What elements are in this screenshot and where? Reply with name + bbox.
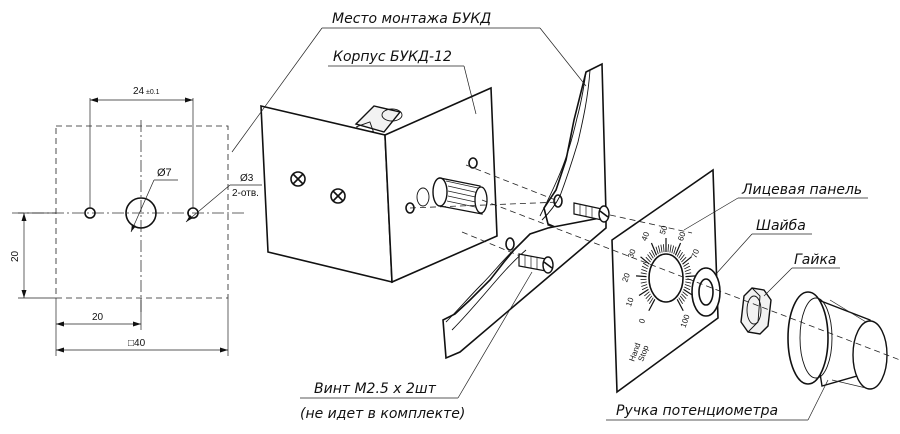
label-knob: Ручка потенциометра <box>616 403 778 419</box>
scale-tick <box>681 256 687 263</box>
scale-tick <box>682 291 688 297</box>
scale-tick <box>657 245 661 254</box>
scale-label: 70 <box>690 247 702 259</box>
label-screw: Винт M2.5 x 2шт <box>314 381 437 397</box>
dim-vertical: 20 <box>10 250 21 262</box>
label-housing: Корпус БУКД-12 <box>333 49 452 65</box>
scale-tick <box>671 245 675 254</box>
scale-tick <box>638 288 649 297</box>
scale-tick <box>683 262 690 267</box>
bukd-housing <box>260 86 498 284</box>
scale-tick <box>685 272 692 275</box>
scale-tick <box>645 256 651 263</box>
scale-tick <box>647 254 653 261</box>
scale-tick <box>641 286 648 291</box>
label-nut: Гайка <box>794 252 837 268</box>
scale-tick <box>641 269 648 272</box>
dim-side-hole-note: 2-отв. <box>232 188 259 199</box>
scale-tick <box>642 262 649 267</box>
scale-label: 20 <box>620 271 632 283</box>
scale-tick <box>651 249 656 257</box>
scale-tick <box>667 244 669 253</box>
potentiometer-knob <box>787 291 888 390</box>
scale-tick <box>684 284 691 287</box>
label-screw-note: (не идет в комплекте) <box>300 406 465 422</box>
scale-tick <box>649 251 654 259</box>
dim-spacing: 24 <box>133 86 145 97</box>
scale-label: 40 <box>640 230 652 242</box>
scale-tick <box>641 265 648 270</box>
scale-tick <box>645 293 651 300</box>
scale-tick <box>669 244 672 253</box>
scale-tick <box>682 256 692 265</box>
housing-screw-heads <box>290 171 346 204</box>
scale-tick <box>663 244 665 253</box>
scale-tick <box>660 244 663 253</box>
potentiometer-shaft <box>416 177 488 215</box>
front-panel-hole <box>648 253 684 303</box>
template-outline <box>55 125 229 299</box>
scale-tick <box>640 272 647 275</box>
scale-label: 50 <box>658 224 670 236</box>
scale-tick <box>684 286 691 291</box>
nut <box>740 287 772 335</box>
scale-tick <box>684 269 691 272</box>
housing-left-face <box>260 104 393 284</box>
dim-center-hole: Ø7 <box>157 167 172 179</box>
scale-marks <box>635 238 697 312</box>
dim-spacing-tolerance: ±0.1 <box>146 89 160 96</box>
scale-label: 100 <box>679 313 692 329</box>
scale-label: 30 <box>626 247 638 259</box>
scale-label: 10 <box>624 296 636 308</box>
scale-tick <box>679 254 685 261</box>
screw-lower <box>518 253 554 274</box>
scale-tick <box>635 275 647 278</box>
callout-leaders <box>231 27 868 421</box>
scale-tick <box>644 291 650 297</box>
scale-label: 60 <box>676 230 688 242</box>
scale-tick <box>650 242 658 256</box>
dim-side-hole: Ø3 <box>240 173 254 184</box>
mounting-plate <box>442 62 607 360</box>
center-hole <box>125 197 157 229</box>
scale-tick <box>673 246 677 255</box>
label-washer: Шайба <box>756 218 806 234</box>
scale-tick <box>684 265 691 270</box>
label-mount-place: Место монтажа БУКД <box>332 11 491 27</box>
scale-tick <box>674 242 682 256</box>
scale-tick <box>648 299 656 312</box>
drilling-template: 24 ±0.1 Ø7 Ø3 2-отв. 20 20 □40 <box>10 86 262 356</box>
scale-tick <box>678 297 683 304</box>
scale-tick <box>685 275 697 278</box>
assembly-axes <box>409 164 900 361</box>
scale-tick <box>655 246 659 255</box>
dim-square: □40 <box>128 338 146 349</box>
washer <box>691 267 721 317</box>
screw-upper <box>573 202 610 223</box>
scale-tick <box>649 297 654 304</box>
scale-tick <box>647 295 653 302</box>
scale-tick <box>679 295 685 302</box>
scale-tick <box>640 256 650 265</box>
scale-tick <box>641 284 648 287</box>
scale-tick <box>685 281 692 284</box>
scale-tick <box>676 249 681 257</box>
scale-label: 0 <box>637 317 647 325</box>
scale-tick <box>640 281 647 284</box>
scale-tick <box>678 251 683 259</box>
label-front-panel: Лицевая панель <box>741 182 862 198</box>
scale-tick <box>681 293 687 300</box>
scale-tick <box>676 299 684 312</box>
dim-horizontal: 20 <box>92 312 104 323</box>
